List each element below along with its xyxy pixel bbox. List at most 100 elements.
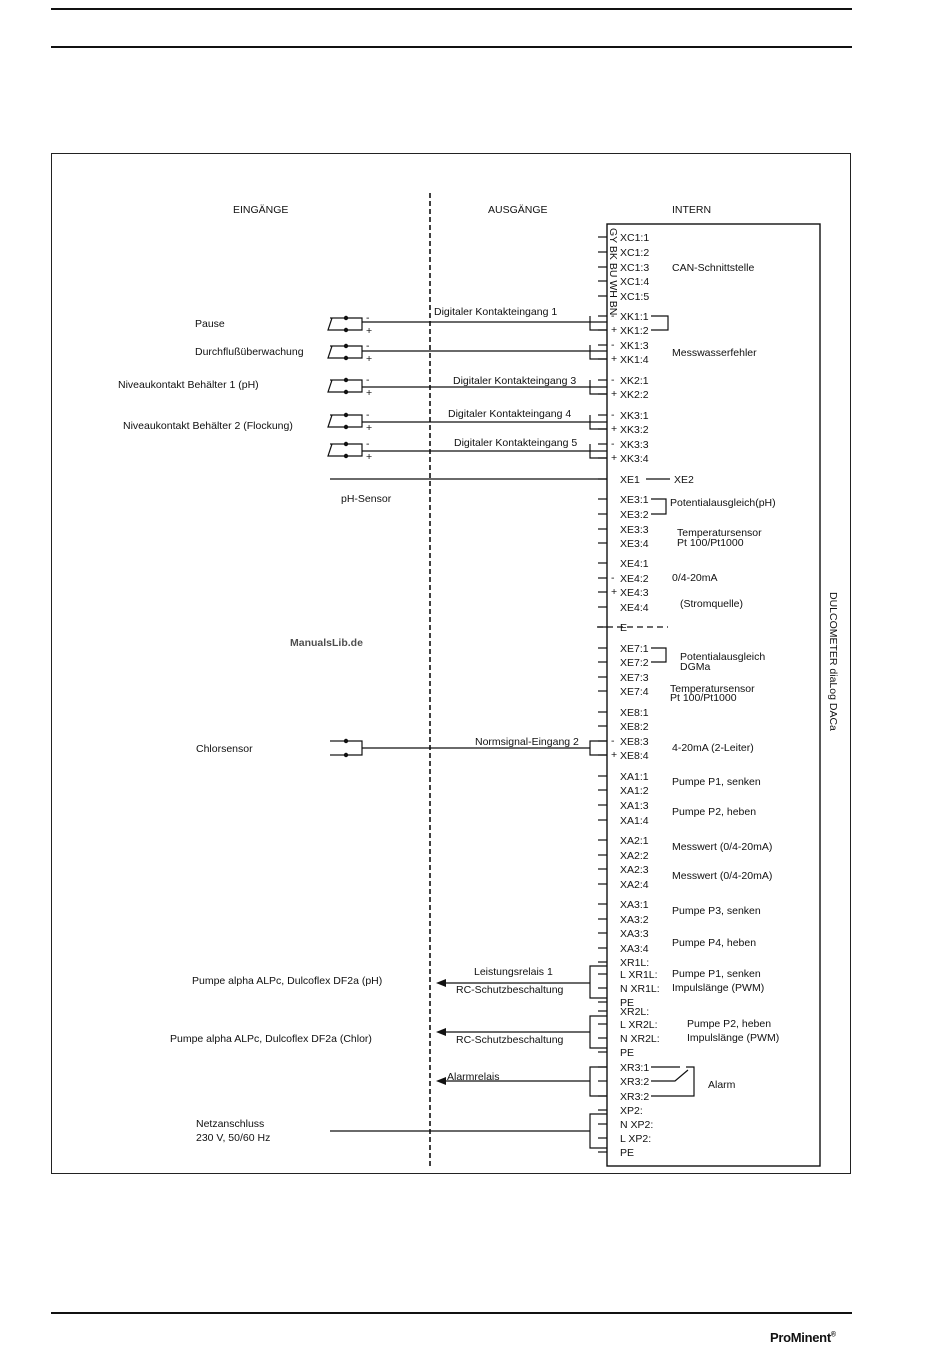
input-label-chlor: Chlorsensor (196, 743, 253, 755)
terminal-xk2-2: XK2:2 (620, 389, 649, 401)
terminal-xr3-2b: XR3:2 (620, 1091, 649, 1103)
terminal-sign-xk1-4: + (611, 353, 617, 365)
b1 (589, 316, 607, 331)
internal-label-messwert2: Messwert (0/4-20mA) (672, 870, 772, 882)
terminal-xc1-2: XC1:2 (620, 247, 649, 259)
terminal-xr2l-pe: PE (620, 1047, 634, 1059)
contact-niveau1-plus: + (366, 387, 372, 399)
contact-niveau1-body (327, 379, 346, 393)
contact-durchfluss-body (327, 345, 346, 359)
contact-pause-minus: - (366, 312, 370, 324)
output-label-normsignal: Normsignal-Eingang 2 (475, 736, 579, 748)
terminal-xp2-n: N XP2: (620, 1119, 653, 1131)
terminal-sign-xk3-4: + (611, 452, 617, 464)
contact-flock-body (327, 443, 346, 457)
terminal-sign-xe8-3: - (611, 735, 615, 747)
terminal-sign-xk3-1: - (611, 409, 615, 421)
terminal-xe3-3: XE3:3 (620, 524, 649, 536)
brand-text: ProMinent (770, 1330, 831, 1345)
contact-niveau1-minus: - (366, 374, 370, 386)
bottom-rule (51, 1312, 852, 1314)
terminal-xr1l: XR1L: (620, 957, 649, 969)
alarm-switch (651, 1069, 689, 1082)
chlor-box (346, 740, 363, 756)
terminal-xr1l-pe: PE (620, 997, 634, 1009)
terminal-sign-xk1-1: - (611, 310, 615, 322)
contact-niveau2-body (327, 414, 346, 428)
terminal-xe1: XE1 (620, 474, 640, 486)
top-rule-1 (51, 8, 852, 10)
heading-outputs: AUSGÄNGE (488, 204, 548, 216)
internal-label-xe2: XE2 (674, 474, 694, 486)
internal-label-messwasser: Messwasserfehler (672, 347, 757, 359)
terminal-xe4-1: XE4:1 (620, 558, 649, 570)
terminal-sign-xk2-1: - (611, 374, 615, 386)
input-label-netz2: 230 V, 50/60 Hz (196, 1132, 270, 1144)
relay2-arrow (436, 1028, 446, 1036)
contact-niveau2-box (346, 414, 363, 428)
terminal-xa2-4: XA2:4 (620, 879, 649, 891)
contact-flock-box (346, 443, 363, 457)
terminal-xk1-3: XK1:3 (620, 340, 649, 352)
terminal-xe8-1: XE8:1 (620, 707, 649, 719)
terminal-xe3-2: XE3:2 (620, 509, 649, 521)
contact-pause-body (327, 317, 346, 331)
terminal-sign-xe4-3: + (611, 586, 617, 598)
alarm-arrow (436, 1077, 446, 1085)
output-label-dk1: Digitaler Kontakteingang 1 (434, 306, 557, 318)
output-label-dk3: Digitaler Kontakteingang 3 (453, 375, 576, 387)
contact-pause-box (346, 317, 363, 331)
internal-label-impuls2: Impulslänge (PWM) (687, 1032, 779, 1044)
internal-label-temp1b: Pt 100/Pt1000 (677, 537, 744, 549)
watermark: ManualsLib.de (290, 637, 363, 649)
device-box (606, 223, 821, 1167)
terminal-xr1l-n: N XR1L: (620, 983, 660, 995)
terminal-xe7-3: XE7:3 (620, 672, 649, 684)
terminal-xe7-4: XE7:4 (620, 686, 649, 698)
diagram-frame (51, 153, 851, 1174)
chlor-bracket (589, 740, 607, 756)
input-label-niveau2: Niveaukontakt Behälter 2 (Flockung) (123, 420, 293, 432)
internal-label-temp2b: Pt 100/Pt1000 (670, 692, 737, 704)
terminal-xr2l-n: N XR2L: (620, 1033, 660, 1045)
terminal-xe7-2: XE7:2 (620, 657, 649, 669)
terminal-xe8-4: XE8:4 (620, 750, 649, 762)
internal-label-messwert1: Messwert (0/4-20mA) (672, 841, 772, 853)
terminal-xa1-3: XA1:3 (620, 800, 649, 812)
output-label-rc2: RC-Schutzbeschaltung (456, 1034, 564, 1046)
terminal-sign-xk3-3: - (611, 438, 615, 450)
terminal-xr2l: XR2L: (620, 1006, 649, 1018)
contact-niveau1-box (346, 379, 363, 393)
terminal-xe8-2: XE8:2 (620, 721, 649, 733)
terminal-xa1-4: XA1:4 (620, 815, 649, 827)
terminal-xa3-1: XA3:1 (620, 899, 649, 911)
internal-label-p1-senken-r: Pumpe P1, senken (672, 968, 761, 980)
terminal-sign-xk2-2: + (611, 388, 617, 400)
input-label-niveau1: Niveaukontakt Behälter 1 (pH) (118, 379, 259, 391)
heading-internal: INTERN (672, 204, 711, 216)
terminal-xc1-1: XC1:1 (620, 232, 649, 244)
internal-label-p1-senken: Pumpe P1, senken (672, 776, 761, 788)
contact-durchfluss-minus: - (366, 340, 370, 352)
contact-durchfluss-box (346, 345, 363, 359)
terminal-xe8-3: XE8:3 (620, 736, 649, 748)
bridge-xe3 (651, 498, 667, 515)
internal-label-potential-dgma-b: DGMa (680, 661, 710, 673)
terminal-xk3-3: XK3:3 (620, 439, 649, 451)
terminal-xr1l-l: L XR1L: (620, 969, 658, 981)
b3 (589, 380, 607, 395)
input-label-netz1: Netzanschluss (196, 1118, 264, 1130)
internal-label-impuls1: Impulslänge (PWM) (672, 982, 764, 994)
contact-durchfluss-plus: + (366, 353, 372, 365)
terminal-xa2-2: XA2:2 (620, 850, 649, 862)
terminal-xe4-2: XE4:2 (620, 573, 649, 585)
input-label-durchfluss: Durchflußüberwachung (195, 346, 304, 358)
brand-logo: ProMinent® (770, 1330, 836, 1345)
wire-colors: GY BK BU WH BN (607, 228, 619, 315)
terminal-sign-xk1-2: + (611, 324, 617, 336)
input-label-pumpe-ph: Pumpe alpha ALPc, Dulcoflex DF2a (pH) (192, 975, 382, 987)
terminal-xk1-1: XK1:1 (620, 311, 649, 323)
input-label-ph-sensor: pH-Sensor (341, 493, 392, 505)
terminal-xk3-1: XK3:1 (620, 410, 649, 422)
terminal-xa1-2: XA1:2 (620, 785, 649, 797)
